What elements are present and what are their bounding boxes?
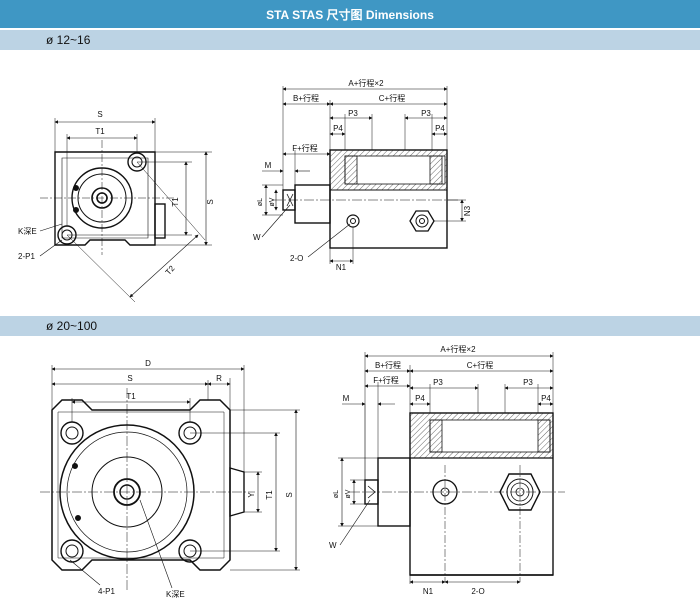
s1-side-F: F+行程 xyxy=(292,143,318,153)
s1-side-N3: N3 xyxy=(463,205,472,216)
s2-side-P4a: P4 xyxy=(415,394,425,403)
s2-side-P4b: P4 xyxy=(541,394,551,403)
side-view-large xyxy=(338,352,565,584)
s2-side-P3a: P3 xyxy=(433,378,443,387)
s1-front-K: K深E xyxy=(18,227,37,236)
s2-side-oL: øL xyxy=(333,490,340,498)
s2-front-D: D xyxy=(145,359,151,368)
s1-front-S: S xyxy=(97,110,102,119)
s1-side-O: 2-O xyxy=(290,254,303,263)
s2-side-C: C+行程 xyxy=(467,360,493,370)
s1-front-S-side: S xyxy=(206,199,215,204)
section-header-12-16: ø 12~16 xyxy=(0,30,700,50)
s2-front-S-side: S xyxy=(285,492,294,497)
side-view-small xyxy=(261,86,466,264)
s2-front-Y: Y xyxy=(247,492,256,498)
s2-side-W: W xyxy=(329,541,337,550)
s2-side-B: B+行程 xyxy=(375,360,401,370)
s1-front-T1: T1 xyxy=(95,127,105,136)
s1-side-B: B+行程 xyxy=(293,93,319,103)
s1-side-oL: øL xyxy=(257,198,264,206)
s2-side-N1: N1 xyxy=(423,587,434,596)
s1-side-P3b: P3 xyxy=(421,109,431,118)
s2-side-M: M xyxy=(343,394,350,403)
s2-front-T1: T1 xyxy=(126,392,136,401)
s2-front-K: K深E xyxy=(166,590,185,599)
s2-front-S: S xyxy=(127,374,132,383)
s2-side-oV: øV xyxy=(345,489,352,498)
s2-side-F: F+行程 xyxy=(373,375,399,385)
s1-front-T1-side: T1 xyxy=(171,197,180,207)
s1-side-N1: N1 xyxy=(336,263,347,272)
s1-side-P4b: P4 xyxy=(435,124,445,133)
s1-side-oV: øV xyxy=(269,197,276,206)
s1-side-P3a: P3 xyxy=(348,109,358,118)
s2-side-P3b: P3 xyxy=(523,378,533,387)
s2-front-P1: 4-P1 xyxy=(98,587,115,596)
page-title: STA STAS 尺寸图 Dimensions xyxy=(0,0,700,28)
s1-side-M: M xyxy=(265,161,272,170)
s1-side-W: W xyxy=(253,233,261,242)
s1-side-A: A+行程×2 xyxy=(348,78,384,88)
s1-side-P4a: P4 xyxy=(333,124,343,133)
s2-front-T1-side: T1 xyxy=(265,490,274,500)
front-view-large xyxy=(40,365,300,590)
s2-side-A: A+行程×2 xyxy=(440,344,476,354)
s2-front-R: R xyxy=(216,374,222,383)
front-view-small xyxy=(39,118,212,303)
s2-side-O: 2-O xyxy=(471,587,484,596)
s1-front-P1: 2-P1 xyxy=(18,252,35,261)
s1-front-T2: T2 xyxy=(164,263,177,276)
section-header-20-100: ø 20~100 xyxy=(0,316,700,336)
s1-side-C: C+行程 xyxy=(379,93,405,103)
